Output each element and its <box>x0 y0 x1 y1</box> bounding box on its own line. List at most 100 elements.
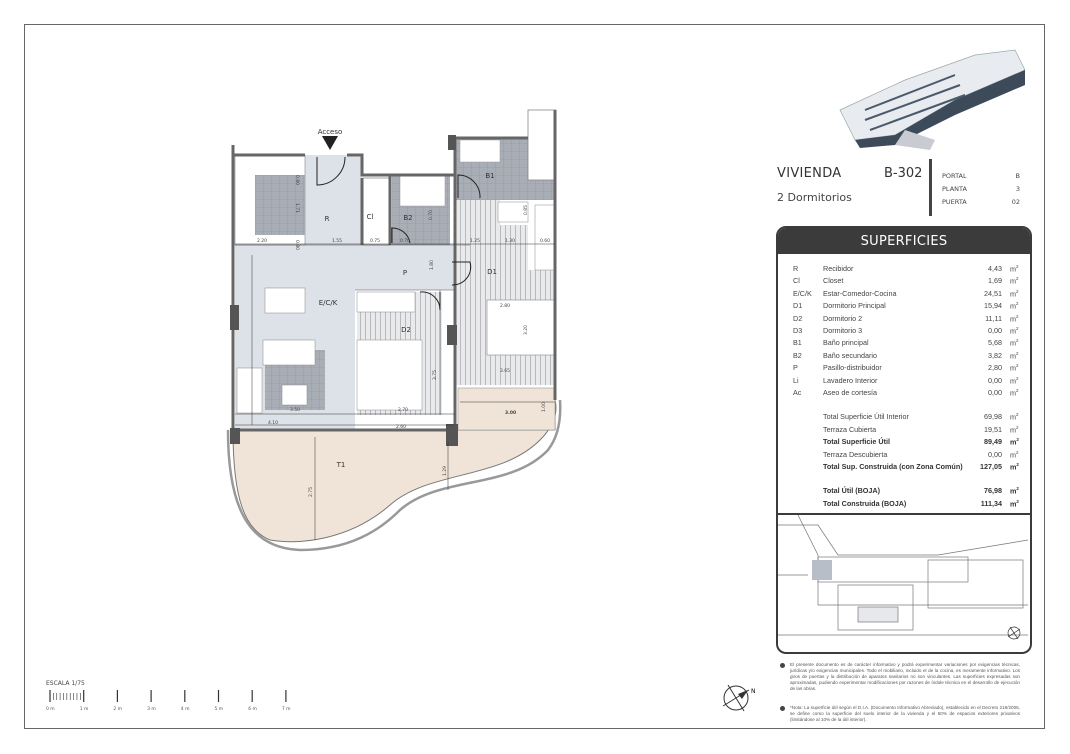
note-dia: *Nota: La superficie útil según el D.I.A… <box>780 705 1020 723</box>
scale-label: ESCALA 1/75 <box>46 680 85 687</box>
scale-tick-label: 7 m <box>281 707 291 712</box>
room-area: 0,00 <box>988 388 1002 397</box>
room-area: 0,00 <box>988 375 1002 385</box>
room-area: 76,98 <box>984 486 1002 496</box>
room-name: Total Superficie Útil Interior <box>823 412 909 422</box>
room-name: Pasillo-distribuidor <box>823 363 882 373</box>
room-area: 127,05 <box>980 462 1002 471</box>
bullet-icon <box>780 706 785 711</box>
room-name: Dormitorio 3 <box>823 326 863 335</box>
meta-portal: PORTAL B <box>942 172 1020 180</box>
room-label-t1: T1 <box>336 461 346 469</box>
meta-puerta: PUERTA 02 <box>942 198 1020 206</box>
page-border <box>24 24 1045 729</box>
note-text: El presente documento es de carácter inf… <box>790 662 1020 692</box>
unit-title: VIVIENDA <box>777 166 842 181</box>
room-area: 11,11 <box>985 313 1002 323</box>
dim: 1.30 <box>505 238 515 244</box>
room-name: Lavadero Interior <box>823 375 878 385</box>
terrace-t1 <box>232 399 557 543</box>
room-code: D1 <box>793 301 803 311</box>
meta-label: PUERTA <box>942 198 967 206</box>
dim: 2.60 <box>396 424 406 430</box>
surfaces-title: SUPERFICIES <box>778 228 1030 254</box>
room-name: Terraza Cubierta <box>823 424 877 434</box>
unit: m2 <box>1010 486 1019 496</box>
dimension-labels: 2.20 1.55 0.75 0.70 1.25 1.30 0.60 2.80 … <box>257 175 550 497</box>
room-name: Baño principal <box>823 338 869 348</box>
meta-label: PORTAL <box>942 172 967 180</box>
unit: m2 <box>1010 301 1019 311</box>
room-name: Recibidor <box>823 264 854 273</box>
room-cl <box>362 177 391 246</box>
unit: m2 <box>1010 326 1019 336</box>
dim: 3.75 <box>432 370 438 380</box>
room-label-eck: E/C/K <box>319 299 338 307</box>
dim: 0.60 <box>540 238 550 244</box>
scale-tick-label: 1 m <box>79 707 89 712</box>
room-name: Dormitorio 2 <box>823 313 863 323</box>
room-label-b1: B1 <box>485 172 494 180</box>
room-area: 24,51 <box>984 288 1002 298</box>
room-code: P <box>793 363 798 373</box>
room-code: Ac <box>793 388 802 397</box>
bullet-icon <box>780 663 785 668</box>
room-label-r: R <box>325 215 330 223</box>
north-label: N <box>751 688 756 695</box>
room-area: 1,69 <box>988 276 1002 286</box>
room-name: Aseo de cortesía <box>823 388 877 397</box>
room-label-b2: B2 <box>403 214 412 222</box>
room-area: 2,80 <box>988 363 1002 373</box>
unit: m2 <box>1010 350 1019 361</box>
dim: 0.75 <box>370 238 380 244</box>
surface-row: B2 Baño secundario 3,82 m2 <box>778 351 1030 363</box>
room-name: Dormitorio Principal <box>823 301 886 311</box>
room-area: 69,98 <box>984 412 1002 422</box>
dim: 0.80 <box>294 240 300 250</box>
unit: m2 <box>1010 499 1019 509</box>
dim: 2.80 <box>500 303 510 309</box>
meta-value: B <box>1015 172 1020 180</box>
surface-row: Total Sup. Construida (con Zona Común)12… <box>778 462 1030 474</box>
surface-row: Ac Aseo de cortesía 0,00 m2 <box>778 388 1030 400</box>
north-arrow-icon <box>722 684 750 712</box>
room-code: R <box>793 264 799 273</box>
unit-bedrooms: 2 Dormitorios <box>777 191 852 204</box>
unit: m2 <box>1010 388 1019 398</box>
room-name: Baño secundario <box>823 350 877 360</box>
room-area: 111,34 <box>980 499 1002 509</box>
unit: m2 <box>1010 264 1019 274</box>
room-name: Closet <box>823 276 844 286</box>
meta-value: 02 <box>1011 198 1020 206</box>
unit: m2 <box>1010 276 1019 286</box>
dim: 0.70 <box>400 238 410 244</box>
room-area: 89,49 <box>984 437 1002 447</box>
room-label-d1: D1 <box>487 268 497 276</box>
dim: 2.20 <box>257 238 267 244</box>
unit-code: B-302 <box>884 166 923 181</box>
room-area: 5,68 <box>988 338 1002 348</box>
room-label-d2: D2 <box>401 326 411 334</box>
dim: 2.70 <box>398 407 408 413</box>
dim: 3.00 <box>505 410 516 416</box>
room-area: 3,82 <box>988 350 1002 360</box>
scale-tick-label: 2 m <box>113 707 123 712</box>
unit: m2 <box>1010 462 1019 472</box>
meta-value: 3 <box>1015 185 1020 193</box>
scale-tick-label: 4 m <box>180 707 190 712</box>
room-code: B2 <box>793 350 802 360</box>
room-area: 15,94 <box>984 301 1002 311</box>
access-arrow-icon <box>322 136 338 150</box>
room-name: Total Superficie Útil <box>823 437 890 447</box>
